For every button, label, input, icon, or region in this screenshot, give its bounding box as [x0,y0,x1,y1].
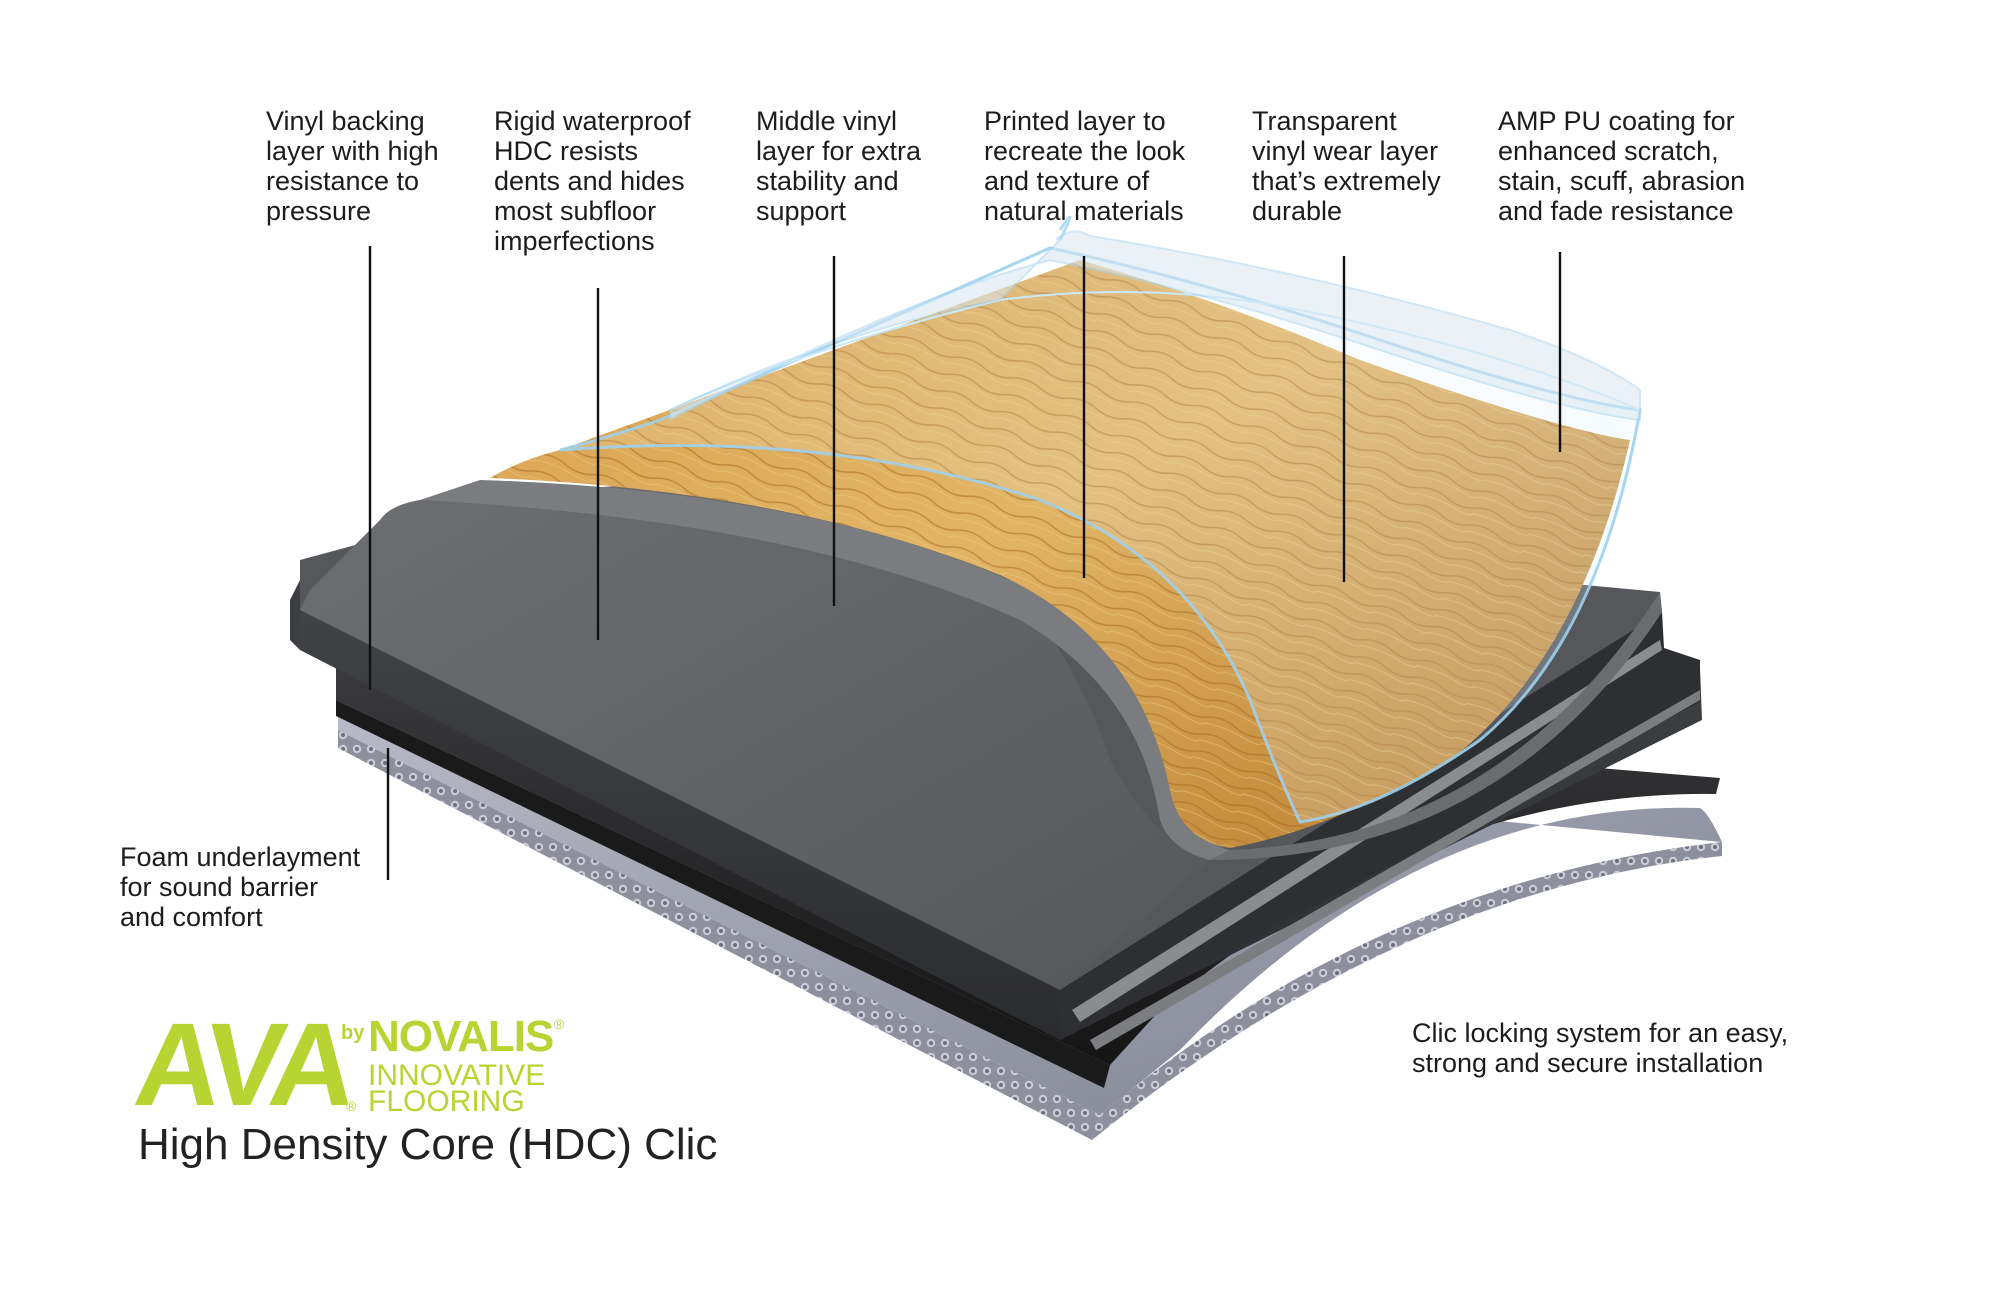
label-vinyl-backing: Vinyl backing layer with high resistance… [266,106,439,226]
label-wear-layer: Transparent vinyl wear layer that’s extr… [1252,106,1441,226]
logo-brand: NOVALIS [368,1012,554,1061]
middle-vinyl-layer [300,470,1662,990]
label-printed-layer: Printed layer to recreate the look and t… [984,106,1186,226]
logo-sub-innovative: INNOVATIVE [368,1059,546,1092]
logo-registered-mark-ava: ® [346,1098,357,1114]
logo-by: by [341,1022,365,1044]
label-clic: Clic locking system for an easy, strong … [1412,1018,1789,1078]
pu-coating-layer [669,215,1641,422]
label-rigid-hdc: Rigid waterproof HDC resists dents and h… [494,106,691,256]
label-foam: Foam underlayment for sound barrier and … [120,842,361,932]
logo-ava-mark: AVA [129,999,357,1131]
label-middle-vinyl: Middle vinyl layer for extra stability a… [756,106,922,226]
ava-novalis-logo: AVA ® by NOVALIS ® INNOVATIVE FLOORING [129,999,616,1131]
logo-sub-flooring: FLOORING [368,1085,525,1118]
product-title: High Density Core (HDC) Clic [138,1120,718,1169]
logo-registered-mark-brand: ® [554,1016,565,1032]
leader-lines [368,246,1562,880]
label-pu-coating: AMP PU coating for enhanced scratch, sta… [1498,106,1746,226]
